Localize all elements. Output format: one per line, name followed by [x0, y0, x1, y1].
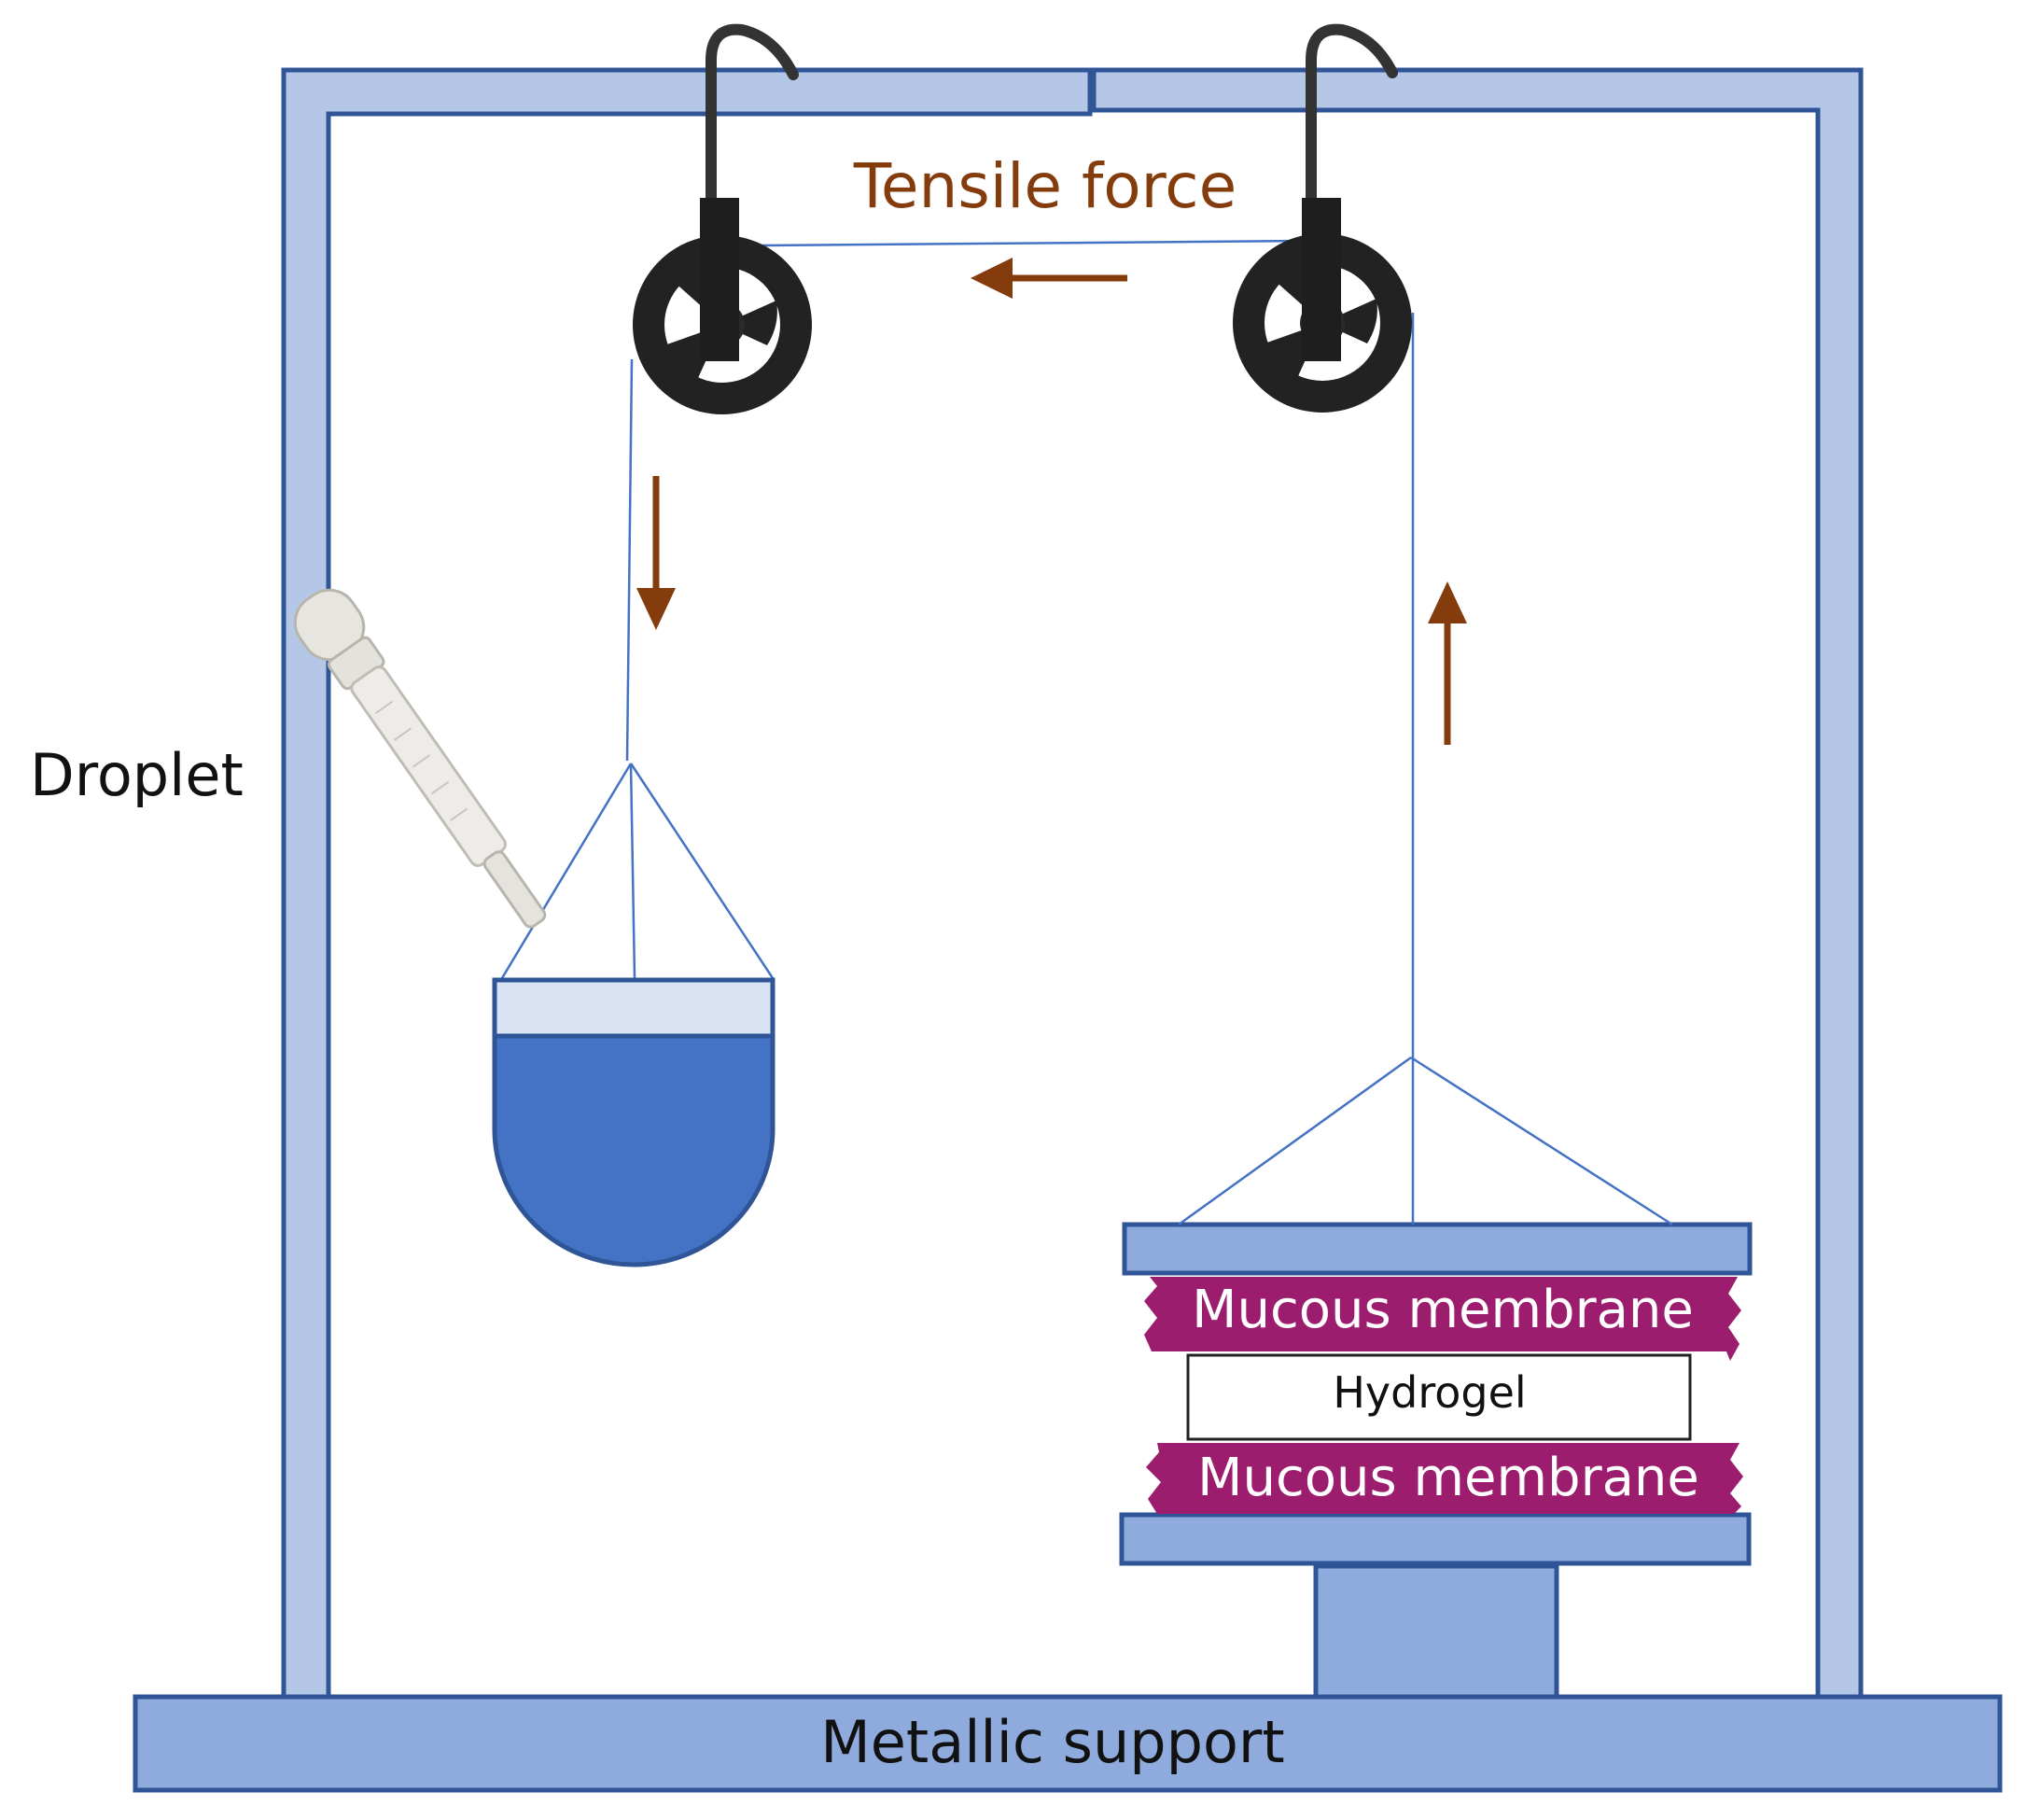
dropper-barrel: [350, 665, 507, 867]
bucket-bridle-center: [629, 763, 636, 979]
dropper-tip: [482, 850, 547, 929]
hydrogel-layer: [1186, 1353, 1692, 1441]
right-pulley: [1233, 23, 1412, 413]
left-pulley: [633, 23, 812, 414]
metallic-support-base: [133, 1694, 2003, 1793]
metallic-support-label: Metallic support: [820, 1708, 1284, 1776]
bottom-plate: [1119, 1512, 1752, 1566]
arrow-down: [636, 476, 676, 630]
droplet-label: Droplet: [30, 741, 244, 809]
hydrogel-label: Hydrogel: [1333, 1367, 1526, 1418]
plate-bridle-left: [1178, 1056, 1412, 1226]
sample-pedestal: [1313, 1563, 1559, 1700]
dropper: [293, 588, 547, 929]
right-pulley-bracket: [1302, 198, 1341, 361]
bucket-rim: [492, 977, 775, 1039]
mucous-membrane-top: [1144, 1277, 1741, 1361]
tensile-force-label: Tensile force: [853, 150, 1237, 222]
left-pulley-hook: [706, 23, 799, 206]
mucous-membrane-bottom-label: Mucous membrane: [1197, 1448, 1699, 1508]
strings: [500, 239, 1673, 1226]
string-left-vertical: [625, 358, 634, 762]
bucket-body: [492, 977, 775, 1267]
bucket-bridle-left: [500, 763, 633, 979]
arrow-up: [1428, 581, 1467, 745]
string-top-span: [760, 239, 1307, 247]
arrow-left: [971, 258, 1127, 299]
plate-bridle-right: [1410, 1056, 1673, 1226]
mucous-membrane-top-label: Mucous membrane: [1192, 1280, 1694, 1340]
right-pulley-hook: [1306, 23, 1398, 206]
top-plate: [1122, 1222, 1753, 1276]
bucket-bridle-right: [629, 763, 775, 979]
force-arrows: [636, 258, 1467, 745]
left-pulley-bracket: [700, 198, 739, 361]
weight-bucket: [492, 977, 775, 1267]
mucous-membrane-bottom: [1146, 1443, 1743, 1514]
